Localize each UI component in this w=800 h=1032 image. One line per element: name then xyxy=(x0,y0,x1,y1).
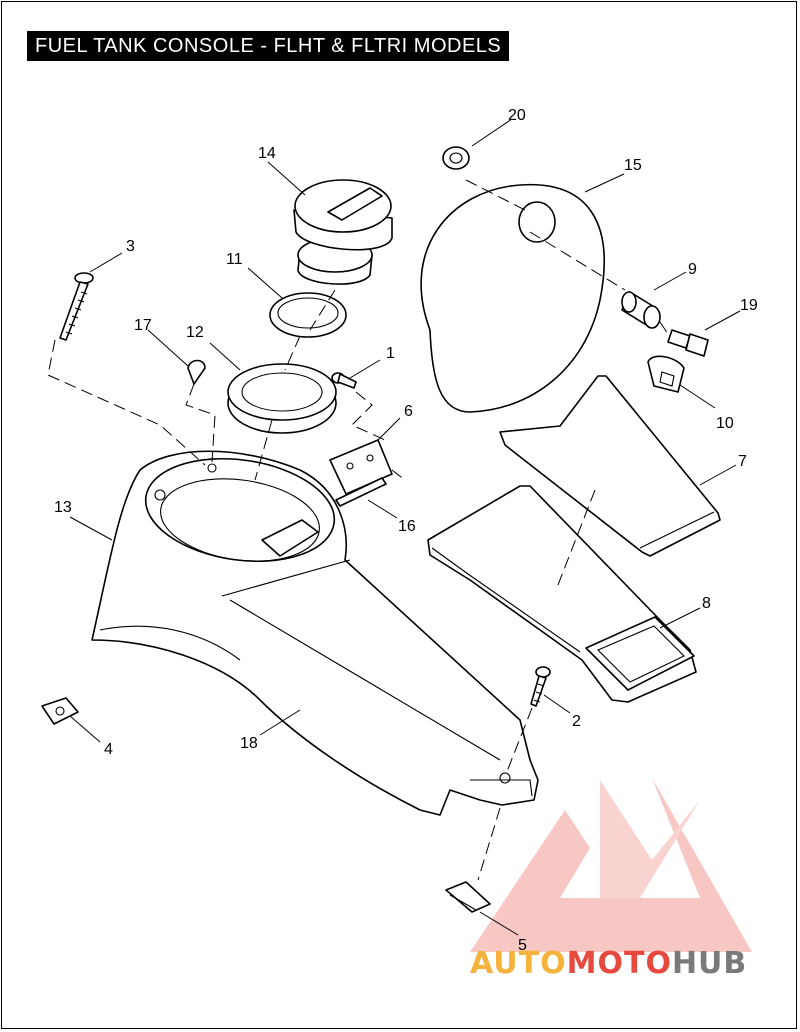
callout-12: 12 xyxy=(186,324,204,341)
callout-5: 5 xyxy=(518,937,527,954)
part-12-gasket xyxy=(227,363,337,434)
callout-labels: 1 2 3 4 5 6 7 8 9 10 11 12 13 14 15 16 1… xyxy=(54,107,758,954)
part-1-screw xyxy=(331,372,357,389)
part-19-key xyxy=(667,329,709,357)
callout-19: 19 xyxy=(740,297,758,314)
watermark-part-a: AUTO xyxy=(470,946,567,981)
callout-20: 20 xyxy=(508,107,526,124)
callout-18: 18 xyxy=(240,735,258,752)
callout-15: 15 xyxy=(624,157,642,174)
callout-leader-lines xyxy=(69,118,741,936)
part-5-clip xyxy=(445,881,491,913)
callout-11: 11 xyxy=(226,251,243,268)
part-15-panel xyxy=(420,183,605,413)
callout-2: 2 xyxy=(572,713,581,730)
watermark-part-c: HUB xyxy=(671,946,748,981)
diagram-title: FUEL TANK CONSOLE - FLHT & FLTRI MODELS xyxy=(27,31,510,61)
callout-1: 1 xyxy=(386,345,395,362)
assembly-guide-lines xyxy=(47,179,669,881)
part-11-ring xyxy=(269,292,347,338)
part-14-fuel-cap xyxy=(293,179,393,285)
part-7-plate xyxy=(499,375,721,557)
watermark-part-b: MOTO xyxy=(566,946,672,981)
part-13-console-body xyxy=(91,450,539,816)
callout-6: 6 xyxy=(404,403,413,420)
callout-4: 4 xyxy=(104,741,113,758)
part-20-nut xyxy=(442,146,470,170)
callout-14: 14 xyxy=(258,145,276,162)
part-10-key-blank xyxy=(647,355,685,393)
callout-8: 8 xyxy=(702,595,711,612)
part-16-pin xyxy=(335,477,387,507)
callout-7: 7 xyxy=(738,453,747,470)
part-17-pin xyxy=(187,359,206,385)
part-9-bushing xyxy=(621,291,661,329)
watermark-text: AUTOMOTOHUB xyxy=(470,946,747,981)
part-8-plate xyxy=(427,485,697,703)
callout-13: 13 xyxy=(54,499,72,516)
callout-10: 10 xyxy=(716,415,734,432)
part-4-clip xyxy=(41,697,79,725)
callout-9: 9 xyxy=(688,261,697,278)
part-2-screw xyxy=(530,666,551,707)
part-3-screw xyxy=(59,272,94,341)
callout-3: 3 xyxy=(126,238,135,255)
callout-16: 16 xyxy=(398,518,416,535)
watermark-logo-icon xyxy=(470,778,752,952)
callout-17: 17 xyxy=(134,317,152,334)
